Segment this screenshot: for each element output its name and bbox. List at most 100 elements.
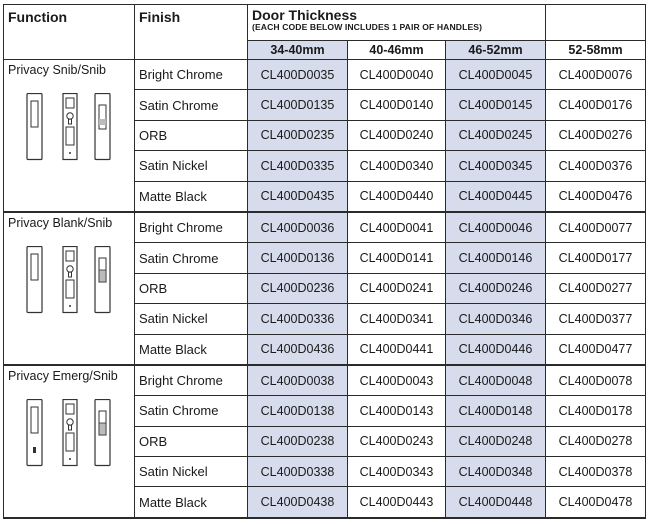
product-code-cell: CL400D0441: [347, 333, 446, 366]
finish-cell: ORB: [134, 119, 248, 152]
door-thickness-note: (EACH CODE BELOW INCLUDES 1 PAIR OF HAND…: [252, 22, 483, 32]
product-code-cell: CL400D0476: [545, 180, 646, 213]
product-code-cell: CL400D0035: [247, 58, 348, 91]
product-code-table: Function Finish Door Thickness (EACH COD…: [3, 4, 646, 519]
product-code-table-wrapper: Function Finish Door Thickness (EACH COD…: [3, 4, 646, 519]
product-code-cell: CL400D0045: [445, 58, 546, 91]
product-code-cell: CL400D0138: [247, 395, 348, 427]
finish-cell: Satin Nickel: [134, 150, 248, 182]
product-code-cell: CL400D0436: [247, 333, 348, 366]
product-code-cell: CL400D0376: [545, 150, 646, 182]
finish-cell: Satin Chrome: [134, 89, 248, 121]
emerg-snib-handles-icon: [4, 398, 134, 467]
product-code-cell: CL400D0145: [445, 89, 546, 121]
product-code-cell: CL400D0177: [545, 242, 646, 274]
product-code-cell: CL400D0143: [347, 395, 446, 427]
product-code-cell: CL400D0448: [445, 486, 546, 519]
product-code-cell: CL400D0336: [247, 303, 348, 335]
product-code-cell: CL400D0036: [247, 211, 348, 244]
finish-cell: Satin Nickel: [134, 456, 248, 488]
size-header: 52-58mm: [545, 40, 646, 60]
finish-cell: Satin Chrome: [134, 395, 248, 427]
product-code-cell: CL400D0176: [545, 89, 646, 121]
product-code-cell: CL400D0477: [545, 333, 646, 366]
function-cell: Privacy Emerg/Snib: [3, 364, 135, 519]
product-code-cell: CL400D0446: [445, 333, 546, 366]
product-code-cell: CL400D0245: [445, 119, 546, 152]
finish-cell: Matte Black: [134, 333, 248, 366]
product-code-cell: CL400D0445: [445, 180, 546, 213]
product-code-cell: CL400D0040: [347, 58, 446, 91]
product-code-cell: CL400D0341: [347, 303, 446, 335]
product-code-cell: CL400D0178: [545, 395, 646, 427]
product-code-cell: CL400D0238: [247, 425, 348, 458]
product-code-cell: CL400D0338: [247, 456, 348, 488]
product-code-cell: CL400D0276: [545, 119, 646, 152]
product-code-cell: CL400D0076: [545, 58, 646, 91]
product-code-cell: CL400D0148: [445, 395, 546, 427]
finish-cell: Satin Chrome: [134, 242, 248, 274]
product-code-cell: CL400D0345: [445, 150, 546, 182]
finish-cell: Satin Nickel: [134, 303, 248, 335]
product-code-cell: CL400D0077: [545, 211, 646, 244]
function-label: Privacy Blank/Snib: [8, 215, 113, 230]
product-code-cell: CL400D0246: [445, 272, 546, 305]
finish-cell: Matte Black: [134, 180, 248, 213]
function-label: Privacy Emerg/Snib: [8, 368, 118, 383]
header-empty-cell: [545, 4, 646, 41]
finish-cell: Bright Chrome: [134, 211, 248, 244]
product-code-cell: CL400D0078: [545, 364, 646, 397]
door-thickness-title: Door Thickness: [252, 7, 358, 23]
product-code-cell: CL400D0236: [247, 272, 348, 305]
size-header: 34-40mm: [247, 40, 348, 60]
product-code-cell: CL400D0348: [445, 456, 546, 488]
product-code-cell: CL400D0135: [247, 89, 348, 121]
product-code-cell: CL400D0438: [247, 486, 348, 519]
product-code-cell: CL400D0041: [347, 211, 446, 244]
product-code-cell: CL400D0377: [545, 303, 646, 335]
function-cell: Privacy Snib/Snib: [3, 58, 135, 213]
product-code-cell: CL400D0335: [247, 150, 348, 182]
product-code-cell: CL400D0038: [247, 364, 348, 397]
product-code-cell: CL400D0146: [445, 242, 546, 274]
product-code-cell: CL400D0043: [347, 364, 446, 397]
size-header: 40-46mm: [347, 40, 446, 60]
header-finish: Finish: [134, 4, 248, 60]
product-code-cell: CL400D0340: [347, 150, 446, 182]
function-cell: Privacy Blank/Snib: [3, 211, 135, 366]
header-function: Function: [3, 4, 135, 60]
product-code-cell: CL400D0048: [445, 364, 546, 397]
product-code-cell: CL400D0046: [445, 211, 546, 244]
product-code-cell: CL400D0278: [545, 425, 646, 458]
product-code-cell: CL400D0435: [247, 180, 348, 213]
product-code-cell: CL400D0141: [347, 242, 446, 274]
product-code-cell: CL400D0378: [545, 456, 646, 488]
product-code-cell: CL400D0443: [347, 486, 446, 519]
product-code-cell: CL400D0478: [545, 486, 646, 519]
product-code-cell: CL400D0277: [545, 272, 646, 305]
finish-cell: ORB: [134, 425, 248, 458]
product-code-cell: CL400D0440: [347, 180, 446, 213]
product-code-cell: CL400D0241: [347, 272, 446, 305]
product-code-cell: CL400D0346: [445, 303, 546, 335]
product-code-cell: CL400D0240: [347, 119, 446, 152]
finish-cell: Bright Chrome: [134, 364, 248, 397]
header-door-thickness: Door Thickness (EACH CODE BELOW INCLUDES…: [247, 4, 546, 41]
product-code-cell: CL400D0248: [445, 425, 546, 458]
finish-cell: Matte Black: [134, 486, 248, 519]
size-header: 46-52mm: [445, 40, 546, 60]
function-label: Privacy Snib/Snib: [8, 63, 106, 77]
